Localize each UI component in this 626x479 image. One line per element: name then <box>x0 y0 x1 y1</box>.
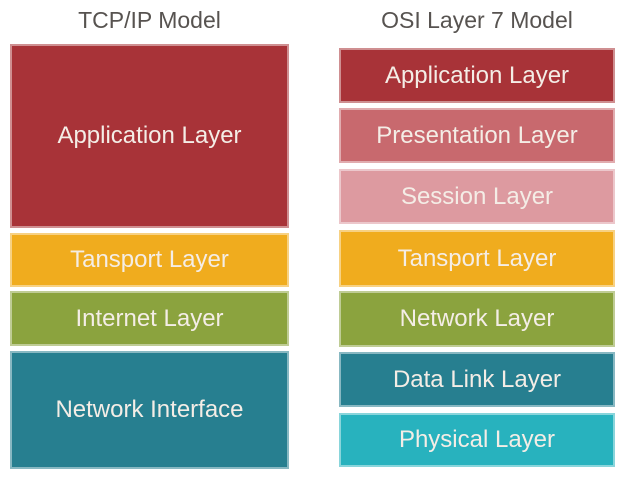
osi-layer-physical: Physical Layer <box>339 413 615 467</box>
tcpip-layer-application: Application Layer <box>10 44 289 228</box>
layer-label: Tansport Layer <box>397 244 557 272</box>
tcpip-layer-network-interface: Network Interface <box>10 351 289 469</box>
layer-label: Data Link Layer <box>392 365 562 393</box>
osi-layer-data-link: Data Link Layer <box>339 352 615 407</box>
layer-label: Application Layer <box>384 61 570 89</box>
tcpip-layer-transport: Tansport Layer <box>10 233 289 287</box>
tcpip-title: TCP/IP Model <box>78 7 221 33</box>
osi-title: OSI Layer 7 Model <box>381 7 573 33</box>
layer-label: Presentation Layer <box>376 121 578 149</box>
layer-label: Network Interface <box>55 396 244 423</box>
osi-layer-application: Application Layer <box>339 48 615 103</box>
osi-layer-presentation: Presentation Layer <box>339 108 615 163</box>
osi-layer-session: Session Layer <box>339 169 615 224</box>
tcpip-layer-internet: Internet Layer <box>10 291 289 346</box>
layer-label: Tansport Layer <box>70 246 229 273</box>
osi-column: OSI Layer 7 Model Application Layer Pres… <box>339 0 615 479</box>
layer-label: Physical Layer <box>398 426 556 453</box>
layer-label: Network Layer <box>399 305 555 332</box>
layer-label: Application Layer <box>57 122 242 149</box>
osi-layer-network: Network Layer <box>339 291 615 347</box>
layer-label: Internet Layer <box>75 304 224 332</box>
layer-label: Session Layer <box>400 182 554 210</box>
tcpip-column: TCP/IP Model Application Layer Tansport … <box>10 0 289 479</box>
osi-layer-transport: Tansport Layer <box>339 230 615 287</box>
